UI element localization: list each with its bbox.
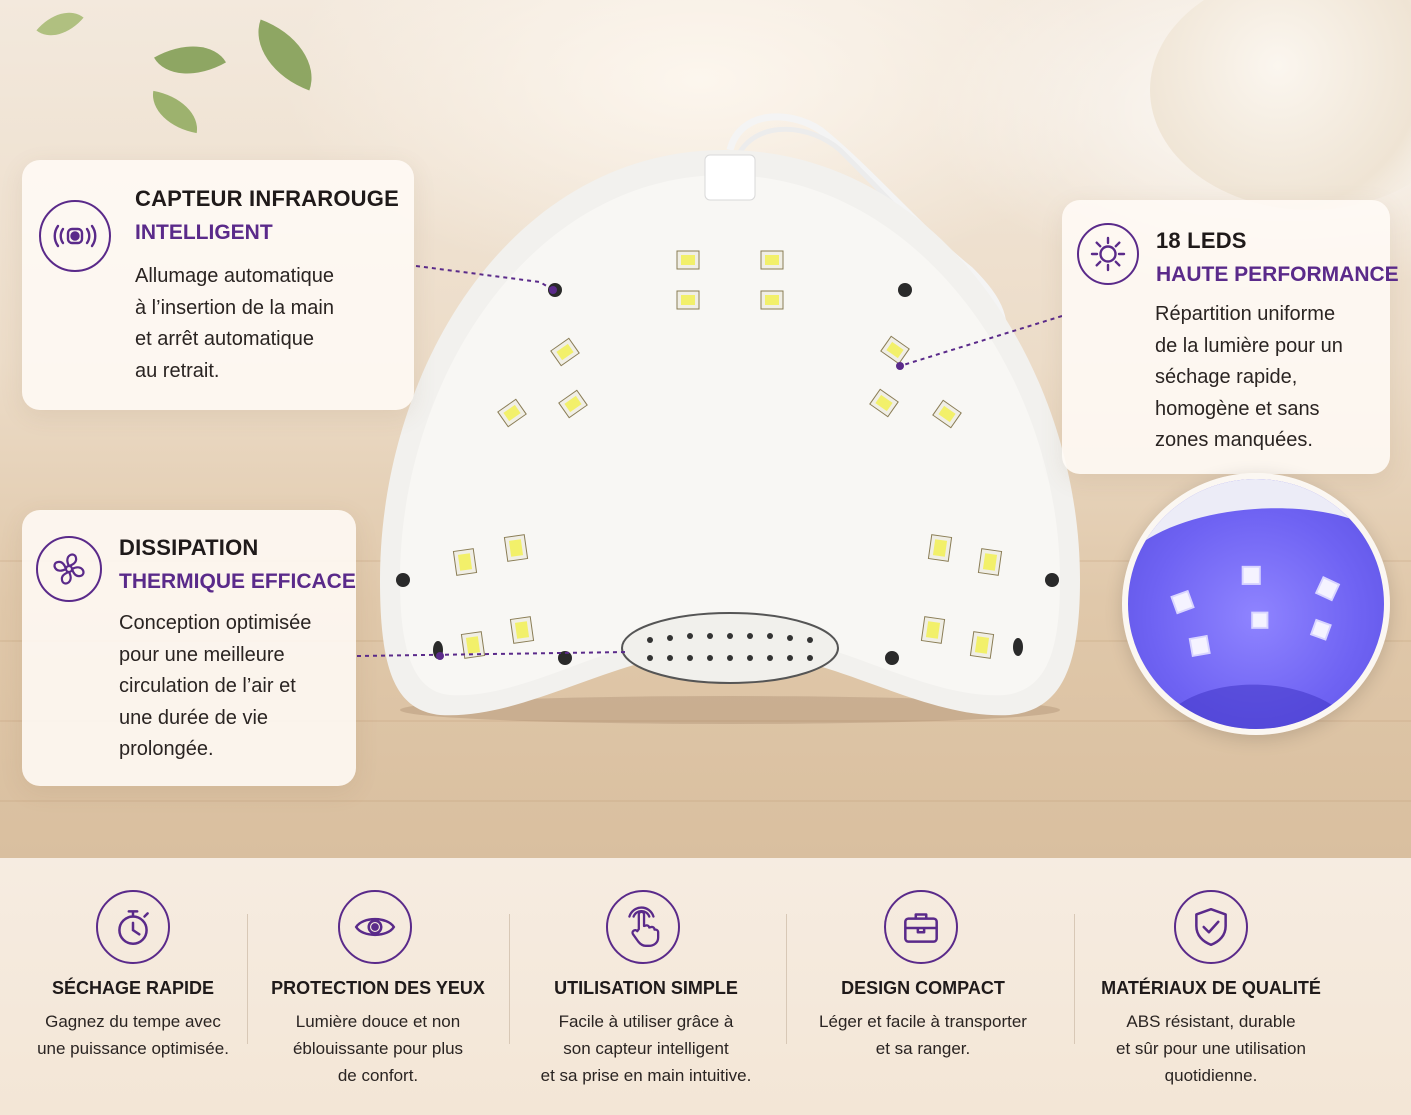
touch-hand-icon xyxy=(606,890,680,964)
feature-body: Gagnez du tempe avec une puissance optim… xyxy=(37,1012,229,1058)
callout-subtitle: HAUTE PERFORMANCE xyxy=(1156,263,1399,286)
callout-18-leds: 18 LEDS HAUTE PERFORMANCE Répartition un… xyxy=(1062,200,1399,474)
feature-title: UTILISATION SIMPLE xyxy=(554,978,738,998)
callout-heat-dissipation: DISSIPATION THERMIQUE EFFICACE Conceptio… xyxy=(22,510,356,786)
feature-body: ABS résistant, durable et sûr pour une u… xyxy=(1116,1012,1306,1085)
feature-body: Lumière douce et non éblouissante pour p… xyxy=(292,1012,464,1085)
feature-title: DESIGN COMPACT xyxy=(841,978,1005,998)
feature-divider xyxy=(509,914,510,1044)
uv-lamp-closeup xyxy=(1128,479,1384,729)
callout-title: DISSIPATION xyxy=(119,535,259,560)
uv-light-inset xyxy=(1122,473,1390,735)
features-row: SÉCHAGE RAPIDE Gagnez du tempe avec une … xyxy=(0,858,1411,1115)
feature-title: PROTECTION DES YEUX xyxy=(271,978,485,998)
callout-body: Répartition uniforme de la lumière pour … xyxy=(1155,303,1343,451)
callout-body: Allumage automatique à l’insertion de la… xyxy=(135,265,335,382)
feature-body: Léger et facile à transporter et sa rang… xyxy=(819,1012,1027,1058)
toolbox-icon xyxy=(884,890,958,964)
eye-icon xyxy=(338,890,412,964)
fan-icon xyxy=(36,536,102,602)
callout-leader-lines xyxy=(356,265,1063,660)
callout-title: 18 LEDS xyxy=(1156,228,1247,253)
sun-icon xyxy=(1077,223,1139,285)
feature-easy-use: UTILISATION SIMPLE Facile à utiliser grâ… xyxy=(516,858,776,1115)
feature-body: Facile à utiliser grâce à son capteur in… xyxy=(540,1012,752,1085)
led-array xyxy=(452,250,1003,659)
stopwatch-icon xyxy=(96,890,170,964)
callout-subtitle: INTELLIGENT xyxy=(135,221,273,244)
feature-title: SÉCHAGE RAPIDE xyxy=(51,978,215,998)
callout-body: Conception optimisée pour une meilleure … xyxy=(119,612,312,760)
feature-fast-drying: SÉCHAGE RAPIDE Gagnez du tempe avec une … xyxy=(14,858,252,1115)
feature-divider xyxy=(1074,914,1075,1044)
feature-compact-design: DESIGN COMPACT Léger et facile à transpo… xyxy=(794,858,1052,1115)
feature-divider xyxy=(786,914,787,1044)
feature-divider xyxy=(247,914,248,1044)
feature-title: MATÉRIAUX DE QUALITÉ xyxy=(1101,978,1321,998)
feature-eye-protection: PROTECTION DES YEUX Lumière douce et non… xyxy=(258,858,498,1115)
feature-quality-materials: MATÉRIAUX DE QUALITÉ ABS résistant, dura… xyxy=(1076,858,1346,1115)
callout-subtitle: THERMIQUE EFFICACE xyxy=(119,570,356,593)
shield-check-icon xyxy=(1174,890,1248,964)
callout-infrared-sensor: CAPTEUR INFRAROUGE INTELLIGENT Allumage … xyxy=(22,160,414,410)
callout-title: CAPTEUR INFRAROUGE xyxy=(135,186,399,211)
infrared-sensor-icon xyxy=(39,200,111,272)
